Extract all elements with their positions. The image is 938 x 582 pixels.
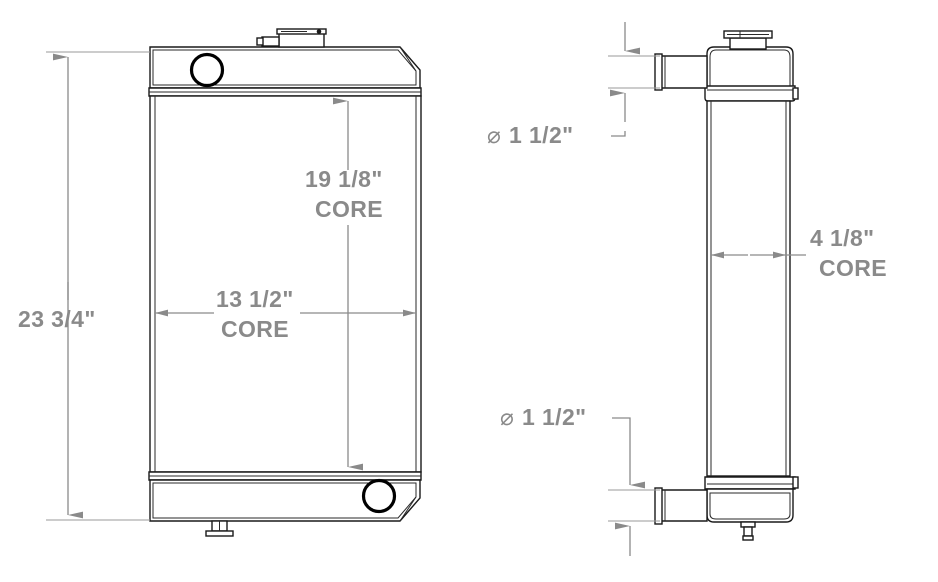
front-view-group <box>148 28 422 537</box>
front-top-tank <box>148 46 422 97</box>
top-tank-port-hole <box>189 52 225 88</box>
dim-overall-height: 23 3/4" <box>18 51 150 521</box>
side-bottom-tank <box>704 476 799 523</box>
core-width-sublabel: CORE <box>221 316 289 342</box>
core-depth-sublabel: CORE <box>819 255 887 281</box>
core-width-label: 13 1/2" <box>216 286 294 312</box>
bottom-tank-port-hole <box>361 478 397 514</box>
dim-core-height: 19 1/8" CORE <box>305 97 383 471</box>
core-height-sublabel: CORE <box>315 196 383 222</box>
overall-height-label: 23 3/4" <box>18 306 96 332</box>
front-core-block <box>149 95 422 473</box>
side-filler-cap <box>723 30 773 50</box>
side-lower-outlet-nipple <box>654 487 708 525</box>
dim-upper-inlet-diameter: ⌀ 1 1/2" <box>487 22 660 148</box>
core-height-label: 19 1/8" <box>305 166 383 192</box>
lower-outlet-diameter-symbol: ⌀ <box>500 404 514 430</box>
filler-neck-assembly <box>256 28 327 48</box>
dim-lower-outlet-diameter: ⌀ 1 1/2" <box>500 404 660 556</box>
upper-inlet-diameter-symbol: ⌀ <box>487 122 501 148</box>
side-view-group <box>654 30 799 541</box>
side-drain-petcock <box>740 521 756 541</box>
side-upper-inlet-nipple <box>654 53 708 91</box>
dim-core-width: 13 1/2" CORE <box>155 286 416 342</box>
core-depth-label: 4 1/8" <box>810 225 874 251</box>
upper-inlet-diameter-label: 1 1/2" <box>509 122 573 148</box>
front-bottom-flange <box>148 471 422 481</box>
lower-outlet-diameter-label: 1 1/2" <box>522 404 586 430</box>
cap-pin-dot <box>316 29 322 34</box>
dim-core-depth: 4 1/8" CORE <box>711 225 887 281</box>
front-drain-fitting <box>205 520 234 537</box>
side-top-tank <box>704 46 799 102</box>
side-core-body <box>706 100 791 477</box>
